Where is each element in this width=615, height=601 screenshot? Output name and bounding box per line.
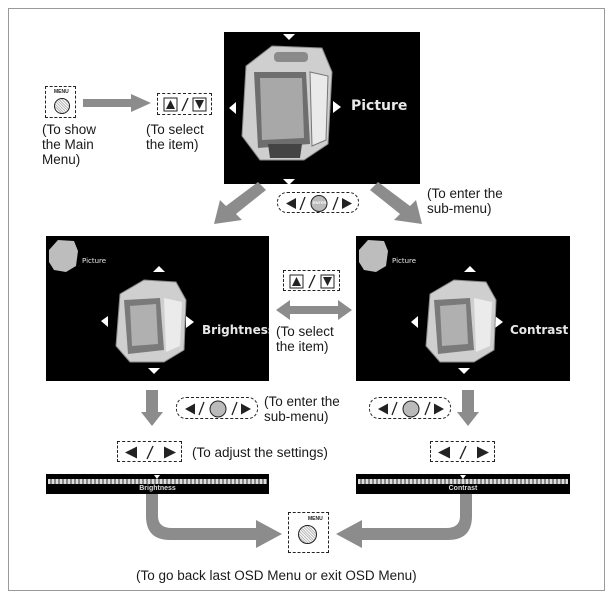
enter-key-label: ENTER — [313, 200, 327, 205]
main-menu-label: Picture — [351, 98, 408, 114]
main-menu-screen: Picture — [224, 32, 420, 184]
caption-enter-sub-menu-top: (To enter the sub-menu) — [427, 186, 503, 216]
brightness-adjust-bar: Brightness — [46, 474, 269, 494]
arrow-down — [457, 390, 479, 426]
caption-select-item-mid: (To select the item) — [276, 324, 334, 354]
arrow-down-left — [214, 182, 266, 224]
menu-key-label: MENU — [308, 516, 323, 522]
hexagon-menu-icon — [359, 240, 503, 374]
menu-key-box[interactable]: MENU — [288, 512, 329, 553]
brightness-corner-label: Picture — [82, 257, 107, 265]
curved-arrow-left — [146, 494, 282, 548]
arrow-down — [141, 390, 163, 426]
up-down-key-icon[interactable] — [157, 93, 212, 115]
caption-adjust-settings: (To adjust the settings) — [192, 445, 328, 460]
caption-go-back: (To go back last OSD Menu or exit OSD Me… — [136, 568, 417, 583]
up-down-key-icon[interactable] — [283, 270, 340, 291]
menu-button-icon — [54, 98, 70, 114]
left-right-key-icon[interactable] — [430, 441, 495, 462]
arrow-right — [83, 94, 151, 112]
hexagon-menu-icon — [229, 34, 341, 184]
arrow-down-right — [370, 182, 422, 224]
contrast-label: Contrast — [510, 323, 569, 337]
caption-select-item-top: (To select the item) — [146, 122, 204, 152]
contrast-screen: Picture Contrast — [356, 236, 570, 381]
contrast-bar-label: Contrast — [448, 485, 478, 492]
contrast-corner-label: Picture — [392, 257, 417, 265]
brightness-screen: Picture Brightness — [46, 236, 269, 381]
left-right-key-icon[interactable] — [117, 441, 182, 462]
diagram-frame — [8, 8, 605, 591]
hexagon-menu-icon — [49, 240, 194, 374]
brightness-bar-label: Brightness — [139, 485, 176, 492]
contrast-adjust-bar: Contrast — [356, 474, 570, 494]
caption-enter-sub-menu-mid: (To enter the sub-menu) — [264, 394, 340, 424]
menu-key-box[interactable]: MENU — [45, 86, 76, 118]
left-enter-right-key-icon[interactable] — [369, 397, 451, 419]
caption-show-main-menu: (To show the Main Menu) — [42, 122, 97, 167]
menu-button-icon — [298, 525, 317, 544]
menu-key-label: MENU — [54, 89, 69, 95]
left-enter-right-key-icon[interactable] — [176, 397, 258, 419]
left-enter-right-key-icon[interactable]: ENTER — [277, 192, 359, 213]
brightness-label: Brightness — [202, 323, 269, 337]
curved-arrow-right — [336, 494, 472, 548]
double-arrow-horizontal — [276, 300, 352, 320]
